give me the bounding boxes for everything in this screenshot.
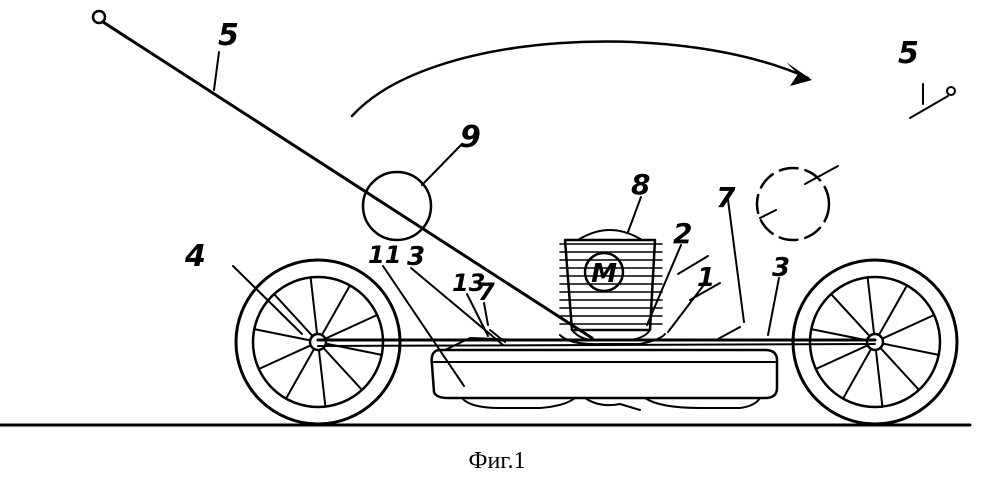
label-11: 11: [368, 241, 401, 269]
label-8: 8: [631, 168, 650, 201]
figure-caption: Фиг.1: [469, 448, 526, 474]
wheel-right: [793, 260, 957, 424]
label-7-left: 7: [478, 278, 495, 306]
label-5-handle: 5: [218, 18, 239, 53]
label-3-left: 3: [407, 242, 425, 272]
disc-dashed: [757, 166, 838, 240]
label-5-folded: 5: [898, 36, 919, 71]
label-3-right: 3: [772, 253, 790, 283]
deck-housing: [432, 338, 777, 410]
label-7-right: 7: [716, 181, 736, 214]
wheel-left: [236, 260, 400, 424]
motor-letter: M: [591, 259, 617, 289]
disc-9: [363, 172, 431, 240]
label-4: 4: [184, 239, 206, 274]
handle-folded: [910, 87, 955, 118]
label-1: 1: [697, 263, 715, 293]
rotation-arrow: [352, 41, 812, 116]
leader-lines: [214, 52, 923, 386]
handle-bar: [93, 11, 592, 338]
label-2: 2: [673, 217, 692, 250]
label-9: 9: [460, 120, 481, 155]
